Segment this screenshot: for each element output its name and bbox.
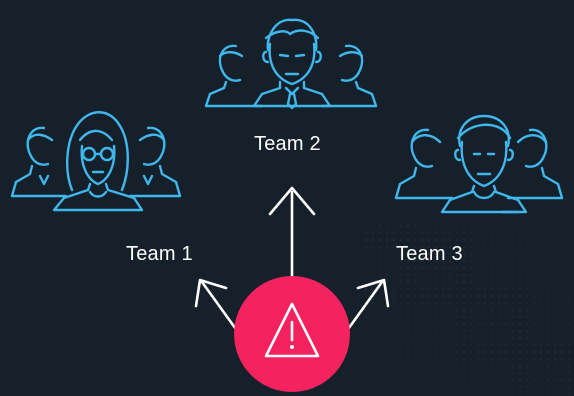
alert-node bbox=[234, 276, 350, 392]
team-3-label: Team 3 bbox=[396, 243, 463, 265]
team-2-icon bbox=[204, 18, 378, 110]
team-1-label: Team 1 bbox=[126, 243, 193, 265]
team-3-icon bbox=[394, 114, 564, 214]
background-dot-texture bbox=[360, 220, 574, 396]
team-2-label: Team 2 bbox=[254, 133, 321, 155]
team-1-icon bbox=[10, 111, 182, 212]
warning-triangle-icon bbox=[264, 302, 320, 358]
warning-dot bbox=[290, 345, 294, 349]
arrow-to-team-3 bbox=[344, 278, 390, 334]
arrow-to-team-1 bbox=[194, 278, 240, 334]
arrow-to-team-2 bbox=[268, 186, 316, 278]
